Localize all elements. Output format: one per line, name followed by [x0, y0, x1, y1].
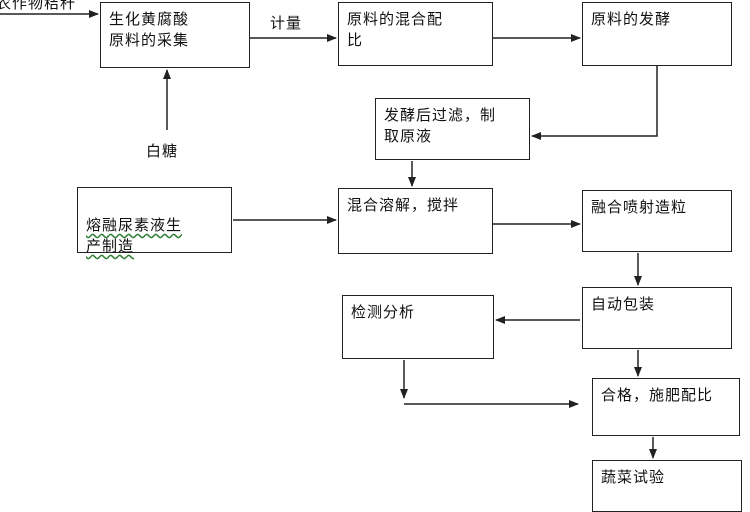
- node-collect: 生化黄腐酸 原料的采集: [100, 2, 250, 68]
- node-trial: 蔬菜试验: [592, 460, 742, 512]
- sugar-label: 白糖: [146, 142, 179, 160]
- node-filter: 发酵后过滤，制 取原液: [375, 98, 530, 160]
- node-urea: 熔融尿素液生 产制造: [77, 187, 232, 255]
- node-ferment: 原料的发酵: [582, 2, 732, 66]
- node-mix: 原料的混合配 比: [338, 2, 493, 66]
- node-granulate: 融合喷射造粒: [582, 190, 732, 252]
- straw-label: 农作物秸秆: [0, 0, 77, 12]
- arrow-ferment-to-filter: [531, 65, 658, 140]
- node-urea-text: 熔融尿素液生 产制造: [86, 216, 183, 255]
- node-inspect: 检测分析: [342, 295, 494, 359]
- node-dissolve: 混合溶解，搅拌: [338, 188, 493, 254]
- node-package: 自动包装: [582, 287, 732, 349]
- node-qualified: 合格，施肥配比: [592, 378, 740, 436]
- measure-label: 计量: [270, 14, 303, 32]
- connector-layer: [0, 10, 658, 459]
